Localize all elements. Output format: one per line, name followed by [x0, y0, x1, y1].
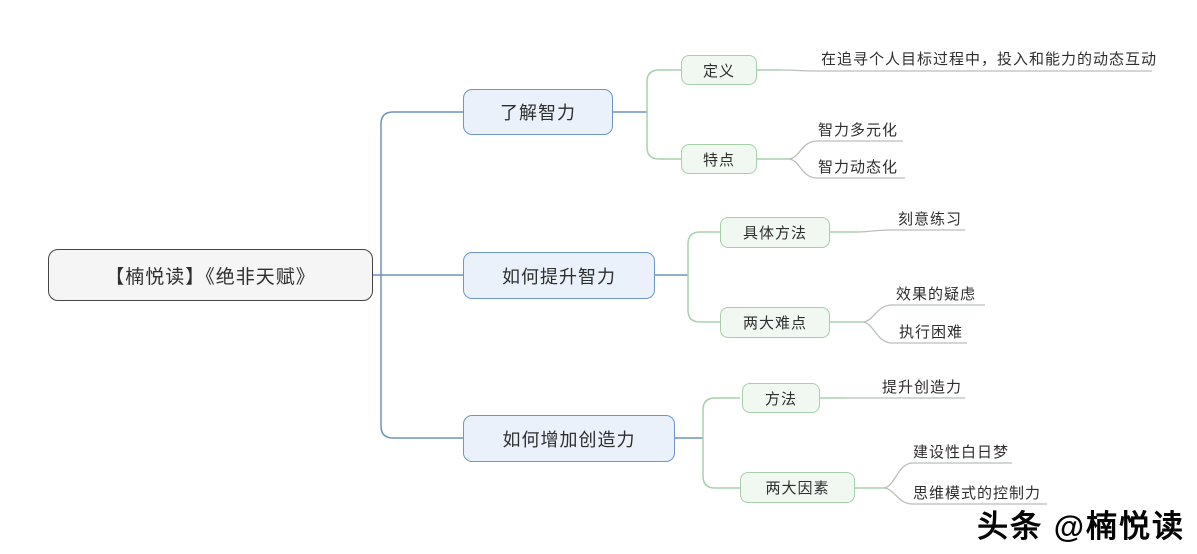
watermark-toutiao-nanyuedu: 头条 @楠悦读 — [977, 509, 1185, 544]
branch-node-improve-intelligence[interactable]: 如何提升智力 — [463, 252, 655, 299]
leaf-intelligence-dynamic[interactable]: 智力动态化 — [818, 159, 899, 176]
branch-node-understand-intelligence[interactable]: 了解智力 — [463, 89, 613, 135]
leaf-execution-difficulty[interactable]: 执行困难 — [899, 324, 964, 341]
subnode-two-difficulties[interactable]: 两大难点 — [720, 307, 830, 338]
leaf-deliberate-practice[interactable]: 刻意练习 — [898, 211, 963, 228]
leaf-doubt-of-effect[interactable]: 效果的疑虑 — [896, 286, 977, 303]
subnode-methods[interactable]: 方法 — [742, 383, 820, 413]
leaf-mindset-control[interactable]: 思维模式的控制力 — [913, 485, 1042, 502]
leaf-constructive-daydream[interactable]: 建设性白日梦 — [913, 444, 1010, 461]
subnode-two-factors[interactable]: 两大因素 — [740, 472, 855, 503]
root-node[interactable]: 【楠悦读】《绝非天赋》 — [48, 249, 373, 301]
subnode-characteristics[interactable]: 特点 — [681, 144, 757, 174]
leaf-intelligence-diverse[interactable]: 智力多元化 — [818, 122, 899, 139]
leaf-boost-creativity[interactable]: 提升创造力 — [882, 379, 963, 396]
branch-node-increase-creativity[interactable]: 如何增加创造力 — [463, 415, 675, 462]
subnode-definition[interactable]: 定义 — [681, 55, 757, 85]
subnode-specific-methods[interactable]: 具体方法 — [720, 217, 830, 248]
leaf-definition-text[interactable]: 在追寻个人目标过程中，投入和能力的动态互动 — [821, 51, 1158, 68]
